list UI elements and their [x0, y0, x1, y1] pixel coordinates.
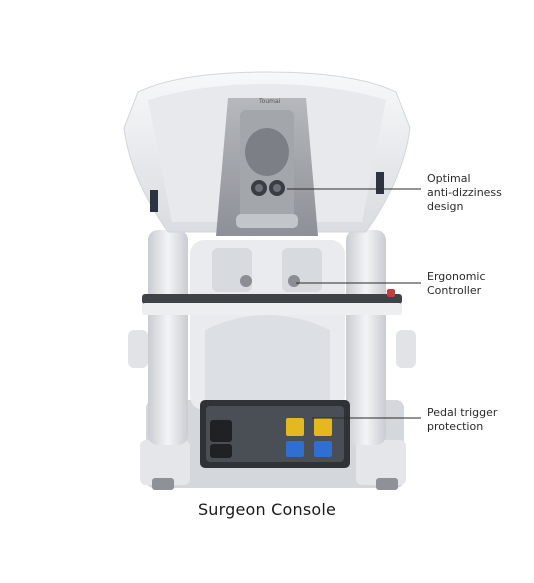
pedal-tray	[200, 400, 350, 468]
callout-line: anti-dizziness	[427, 186, 502, 199]
callout-leader-lines	[287, 188, 421, 419]
callout-line: design	[427, 200, 464, 213]
callout-line: protection	[427, 420, 484, 433]
callout-line: Optimal	[427, 172, 471, 185]
callout-line: Ergonomic	[427, 270, 486, 283]
hand-controllers	[212, 248, 322, 292]
callout-line: Pedal trigger	[427, 406, 498, 419]
console-side-columns	[128, 230, 416, 445]
callout-pedal-trigger: Pedal trigger protection	[427, 406, 497, 434]
callout-line: Controller	[427, 284, 482, 297]
callout-ergonomic-controller: Ergonomic Controller	[427, 270, 486, 298]
armrest-bar	[142, 289, 402, 315]
image-caption: Surgeon Console	[197, 500, 337, 519]
viewer-head: Toumai	[123, 71, 411, 236]
svg-text:Toumai: Toumai	[258, 98, 281, 105]
callout-anti-dizziness: Optimal anti-dizziness design	[427, 172, 502, 214]
